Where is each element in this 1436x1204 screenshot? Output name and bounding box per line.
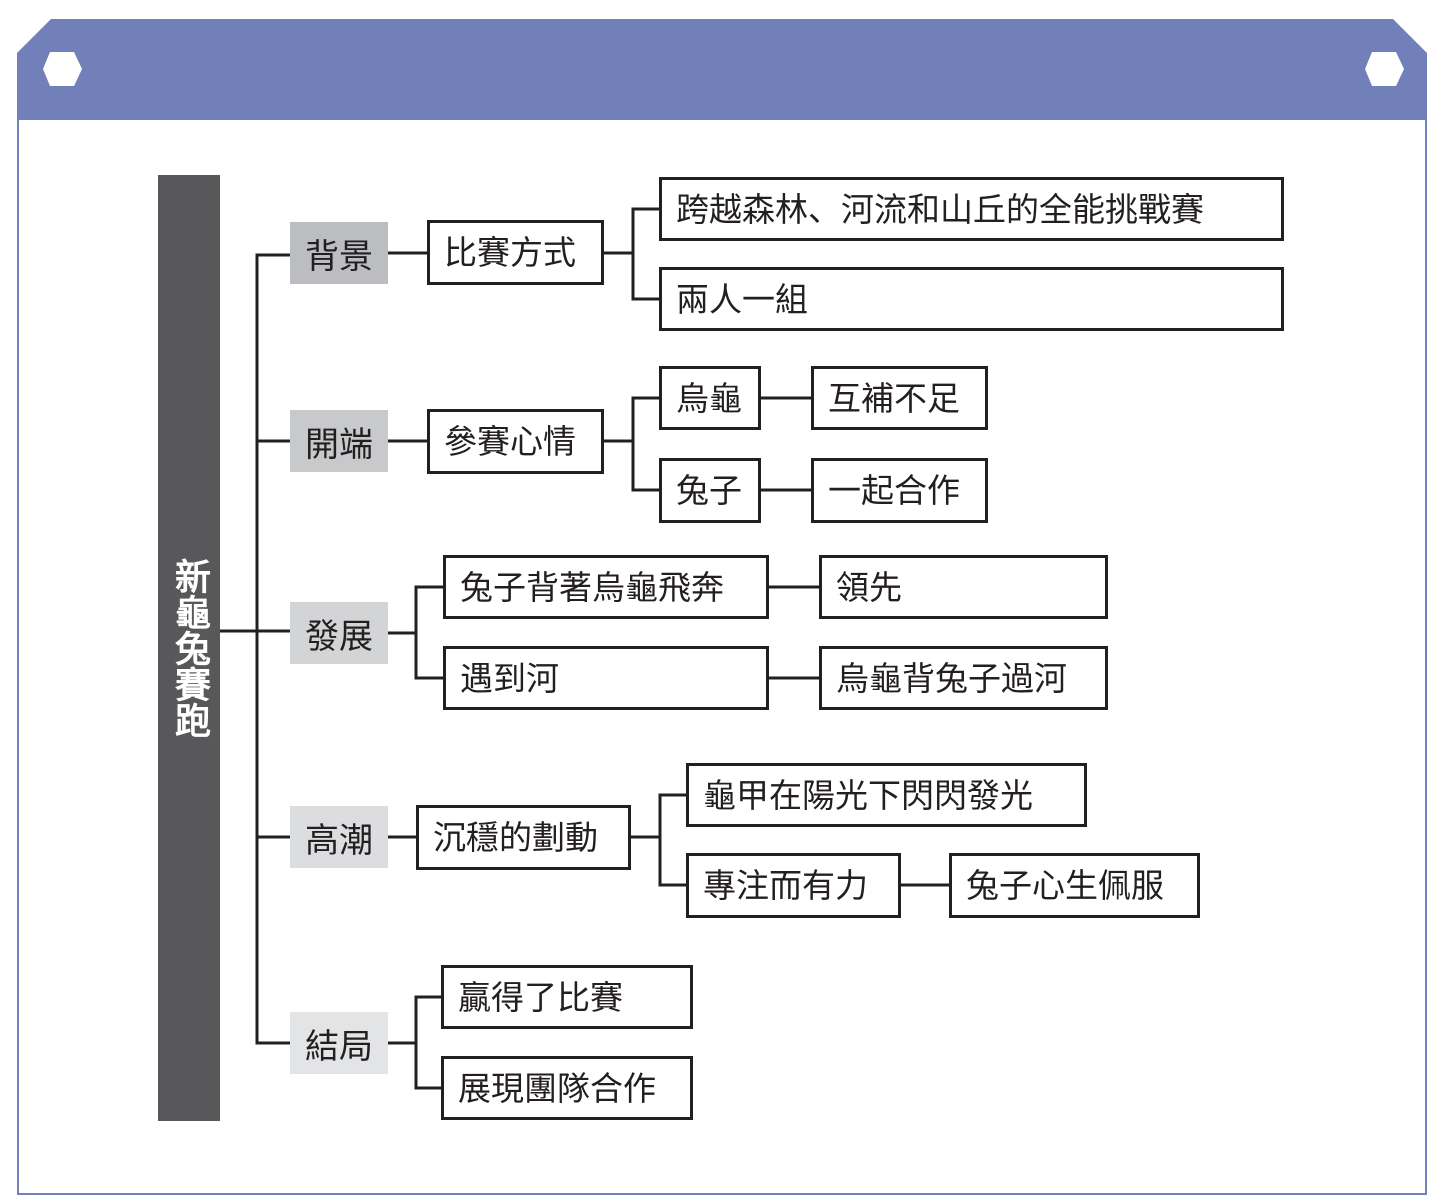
node-rabbit-feeling: 一起合作 <box>811 458 988 523</box>
node-turtle-carries: 烏龜背兔子過河 <box>819 646 1108 710</box>
root-node: 新龜兔賽跑 <box>158 175 220 1121</box>
node-won: 贏得了比賽 <box>441 965 693 1029</box>
node-leading: 領先 <box>819 555 1108 619</box>
node-race-format: 比賽方式 <box>427 220 604 285</box>
node-turtle: 烏龜 <box>659 366 761 430</box>
node-rabbit-carries: 兔子背著烏龜飛奔 <box>443 555 769 619</box>
node-shell-shines: 龜甲在陽光下閃閃發光 <box>686 763 1087 827</box>
connector-lines <box>220 207 949 1090</box>
category-background: 背景 <box>290 222 388 284</box>
category-climax: 高潮 <box>290 806 388 868</box>
frame-border <box>17 59 1427 1195</box>
node-admiration: 兔子心生佩服 <box>949 853 1200 918</box>
node-teamwork: 展現團隊合作 <box>441 1056 693 1120</box>
node-focused: 專注而有力 <box>686 853 901 918</box>
category-development: 發展 <box>290 602 388 664</box>
category-beginning: 開端 <box>290 410 388 472</box>
node-river: 遇到河 <box>443 646 769 710</box>
category-ending: 結局 <box>290 1012 388 1074</box>
node-turtle-feeling: 互補不足 <box>811 366 988 430</box>
hexagon-icon <box>43 52 82 86</box>
node-race-detail: 跨越森林、河流和山丘的全能挑戰賽 <box>659 177 1284 241</box>
node-team-of-two: 兩人一組 <box>659 267 1284 331</box>
node-steady-paddling: 沉穩的劃動 <box>416 805 631 870</box>
header-bar <box>17 19 1427 120</box>
node-mood: 參賽心情 <box>427 409 604 474</box>
hexagon-icon <box>1365 52 1404 86</box>
node-rabbit: 兔子 <box>659 458 761 523</box>
root-title: 新龜兔賽跑 <box>169 558 210 738</box>
